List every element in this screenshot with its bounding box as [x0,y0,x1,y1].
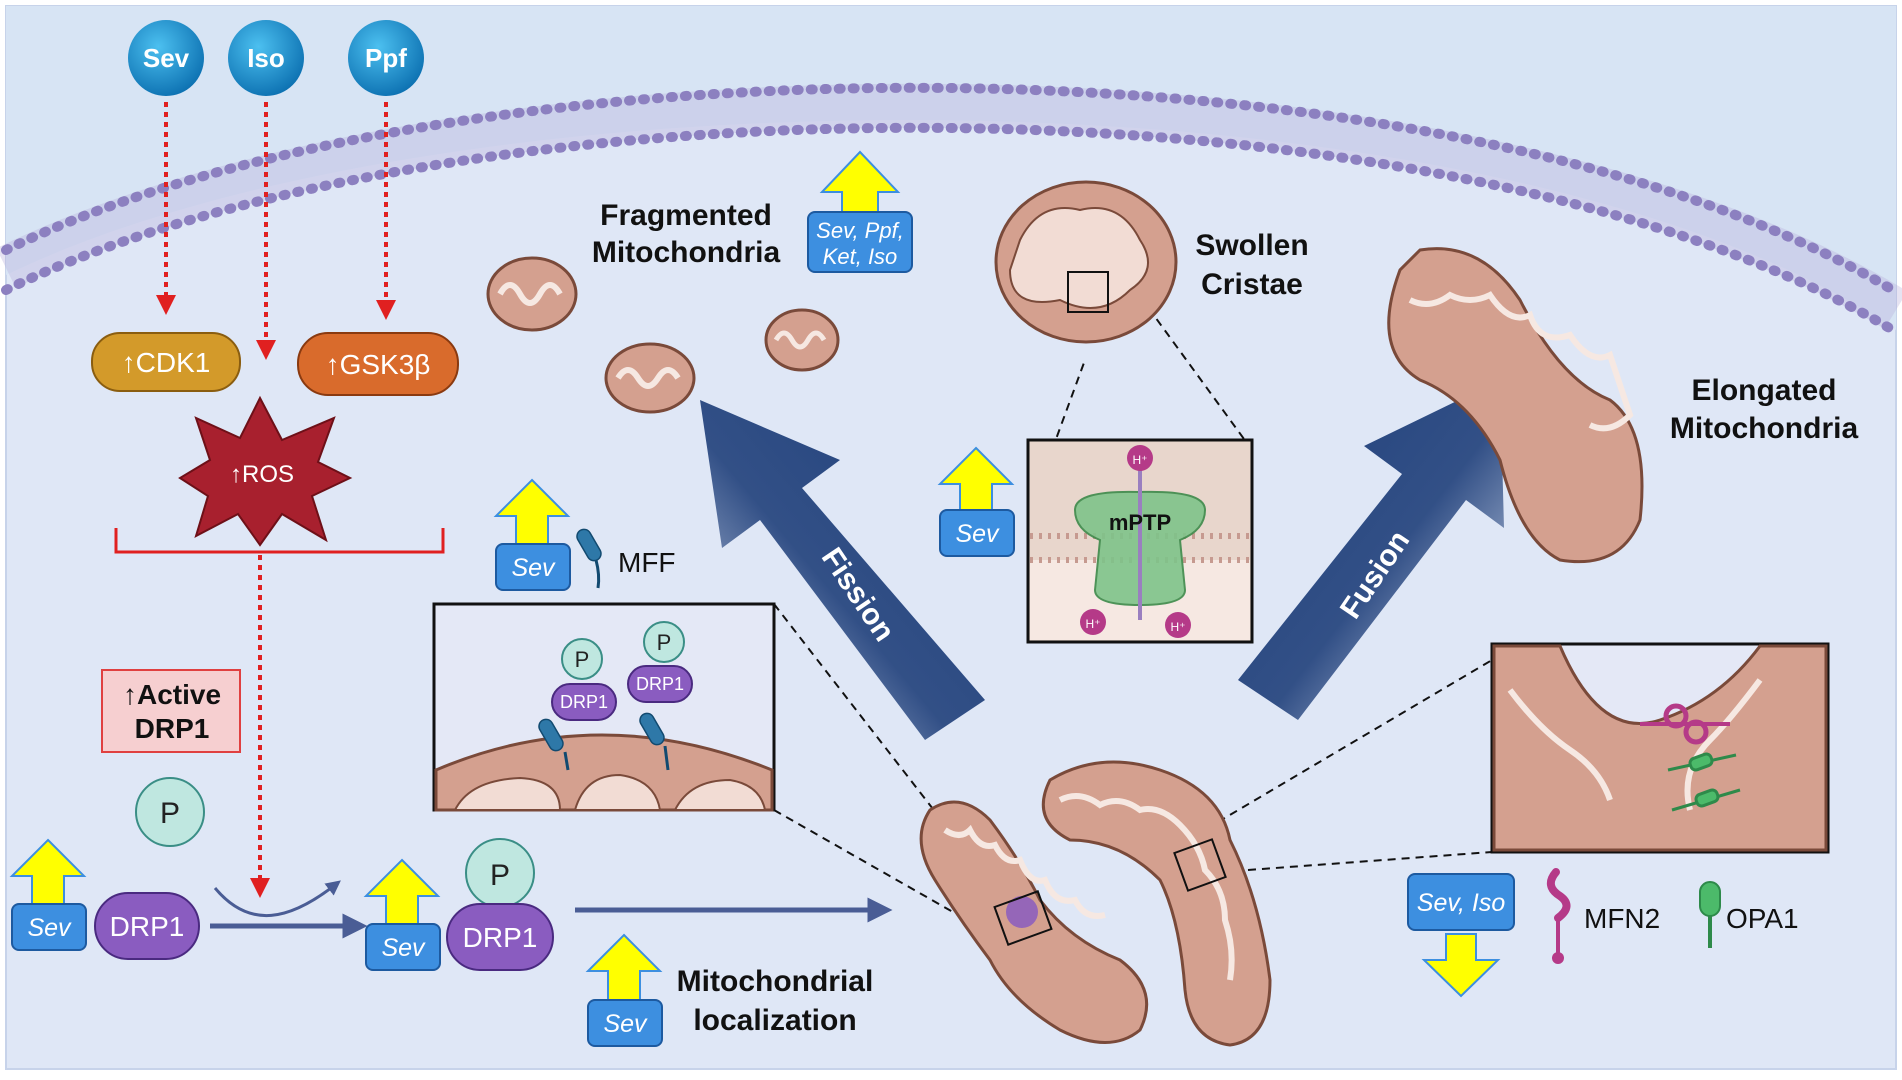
inset-drp1-2: DRP1 [636,674,684,694]
sev-tag-mptp: Sev [955,520,1000,548]
cdk1-pill: ↑CDK1 [91,332,241,392]
drp1-inactive-label: DRP1 [110,911,185,942]
sev-tag-1: Sev [27,914,72,942]
mfn2-icon [1546,868,1571,964]
active-drp1-line1: ↑Active [123,679,221,710]
extracellular-space [6,6,1896,330]
mff-label: MFF [618,547,676,578]
fragmented-mitochondria [486,256,840,414]
mfn2-label: MFN2 [1584,903,1660,934]
drug-iso: Iso [228,20,304,96]
sev-tag-2: Sev [381,934,426,962]
sev-tag-3: Sev [603,1010,648,1038]
gsk3b-label: ↑GSK3β [326,349,431,380]
drp1-phospho-label: P [490,859,510,892]
inset-p-2: P [657,630,672,655]
drug-sev: Sev [128,20,204,96]
proton-3: H⁺ [1171,620,1186,634]
ros-label: ↑ROS [230,461,294,488]
sev-up-arrow-1: Sev [9,838,87,951]
mptp-label: mPTP [1109,510,1171,535]
swollen-line2: Cristae [1201,268,1303,301]
proton-1: H⁺ [1133,453,1148,467]
inset-connectors [773,309,1493,941]
drug-iso-label: Iso [247,43,285,73]
mfn2-opa1-inset [1490,642,1830,854]
mff-icon [576,528,602,589]
fragmented-drugs-line1: Sev, Ppf, [816,218,904,243]
drug-sev-label: Sev [143,43,190,73]
sev-up-arrow-2: Sev [363,858,441,971]
drp1-inactive: DRP1 [94,892,200,960]
fission-arrow: Fission [700,400,985,740]
active-drp1-box: ↑Active DRP1 [101,669,241,753]
ros-burst: ↑ROS [178,395,353,547]
mito-localization-line2: localization [693,1004,856,1037]
sev-up-arrow-mptp: Sev [937,446,1015,557]
drp1-mff-inset: P DRP1 P DRP1 [432,602,776,812]
opa1-label: OPA1 [1726,903,1799,934]
swollen-mitochondrion [994,180,1178,344]
sev-tag-mff: Sev [511,554,556,582]
fusion-drugs-label: Sev, Iso [1417,889,1506,917]
fragmented-line1: Fragmented [600,199,772,232]
phosphate-free-label: P [160,797,180,830]
sev-up-arrow-3: Sev [585,933,663,1047]
cell-membrane [0,82,1902,337]
mito-localization-line1: Mitochondrial [677,965,874,998]
fragmented-drug-arrow: Sev, Ppf, Ket, Iso [807,150,913,273]
active-drp1-line2: DRP1 [135,713,210,744]
drp1-active-label: DRP1 [463,922,538,953]
inset-p-1: P [575,647,590,672]
gsk3b-pill: ↑GSK3β [297,332,459,396]
dividing-mitochondrion [919,800,1149,1044]
fragmented-drugs-line2: Ket, Iso [823,244,898,269]
elongated-line2: Mitochondria [1670,412,1859,445]
cdk1-label: ↑CDK1 [122,347,211,378]
elongated-line1: Elongated [1691,374,1836,407]
phosphorylation-curve [213,880,341,918]
swollen-line1: Swollen [1195,229,1308,262]
proton-2: H⁺ [1086,617,1101,631]
elongated-mitochondrion [1387,247,1644,564]
phosphate-free: P [135,777,205,847]
drug-ppf-label: Ppf [365,43,407,73]
inset-drp1-1: DRP1 [560,692,608,712]
drug-activation-arrows [156,102,396,898]
fusing-mitochondrion [1041,760,1272,1047]
convergence-bracket [114,528,445,554]
sev-up-arrow-mff: Sev [493,478,571,591]
fusion-drug-arrow: Sev, Iso [1407,873,1515,998]
mptp-inset: mPTP H⁺ H⁺ H⁺ [1026,438,1254,644]
drug-ppf: Ppf [348,20,424,96]
fragmented-line2: Mitochondria [592,236,781,269]
opa1-icon [1699,881,1721,948]
drp1-phosphorylated: P DRP1 [446,838,554,971]
